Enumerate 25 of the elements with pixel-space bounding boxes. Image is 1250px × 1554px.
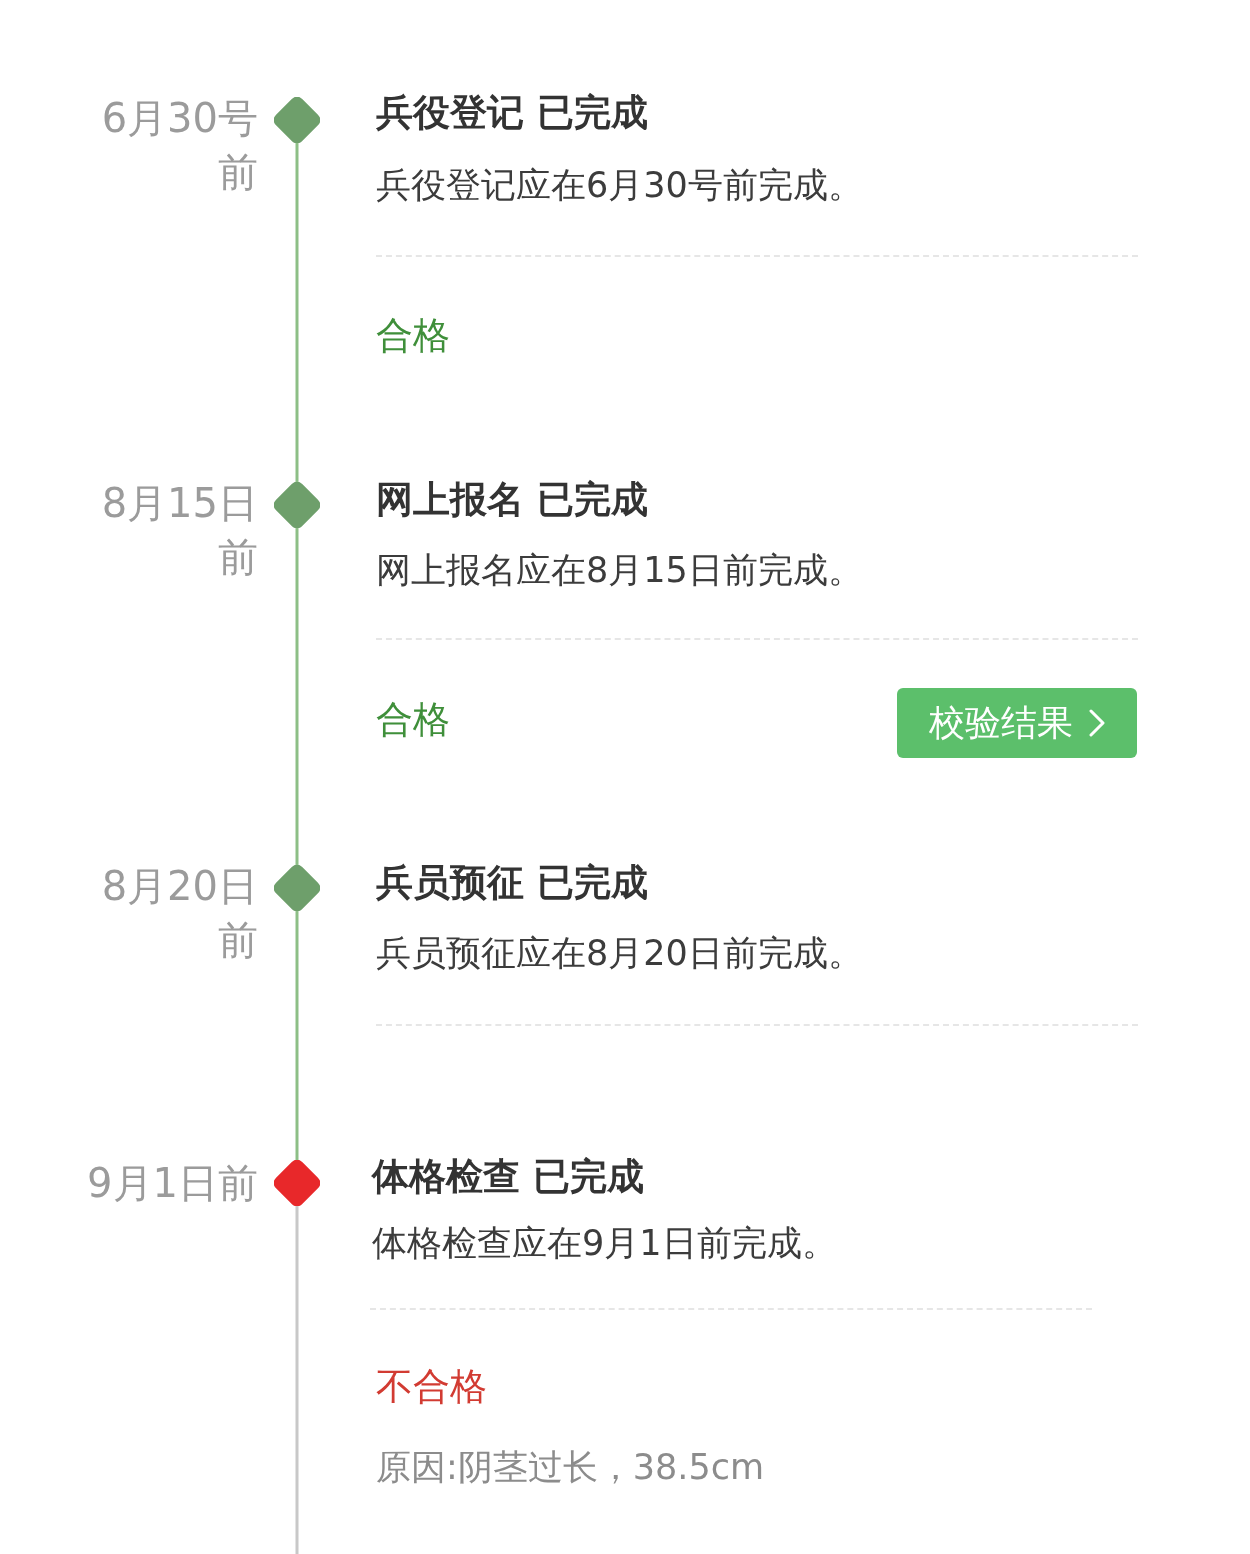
step-description: 体格检查应在9月1日前完成。	[372, 1222, 837, 1265]
step-description: 兵员预征应在8月20日前完成。	[376, 932, 863, 975]
diamond-marker	[274, 97, 320, 143]
step-description: 兵役登记应在6月30号前完成。	[376, 164, 863, 207]
status-text: 不合格	[376, 1364, 487, 1410]
status-text: 合格	[376, 313, 450, 359]
date-label: 8月15日前	[100, 479, 258, 582]
timeline-line	[295, 528, 299, 865]
timeline-line	[295, 911, 299, 1160]
date-label: 8月20日前	[100, 862, 258, 965]
reason-text: 原因:阴茎过长，38.5cm	[376, 1446, 765, 1489]
step-title: 兵役登记 已完成	[376, 90, 648, 136]
status-text: 合格	[376, 697, 450, 743]
step-title: 兵员预征 已完成	[376, 860, 648, 906]
diamond-marker	[274, 865, 320, 911]
date-label: 6月30号前	[100, 94, 258, 197]
timeline-line	[295, 1206, 299, 1554]
timeline-line	[295, 143, 299, 482]
step-title: 体格检查 已完成	[372, 1154, 644, 1200]
date-label: 9月1日前	[86, 1159, 258, 1208]
step-description: 网上报名应在8月15日前完成。	[376, 549, 863, 592]
diamond-marker	[274, 1160, 320, 1206]
diamond-marker	[274, 482, 320, 528]
results-button: 校验结果	[897, 688, 1137, 758]
step-title: 网上报名 已完成	[376, 477, 648, 523]
